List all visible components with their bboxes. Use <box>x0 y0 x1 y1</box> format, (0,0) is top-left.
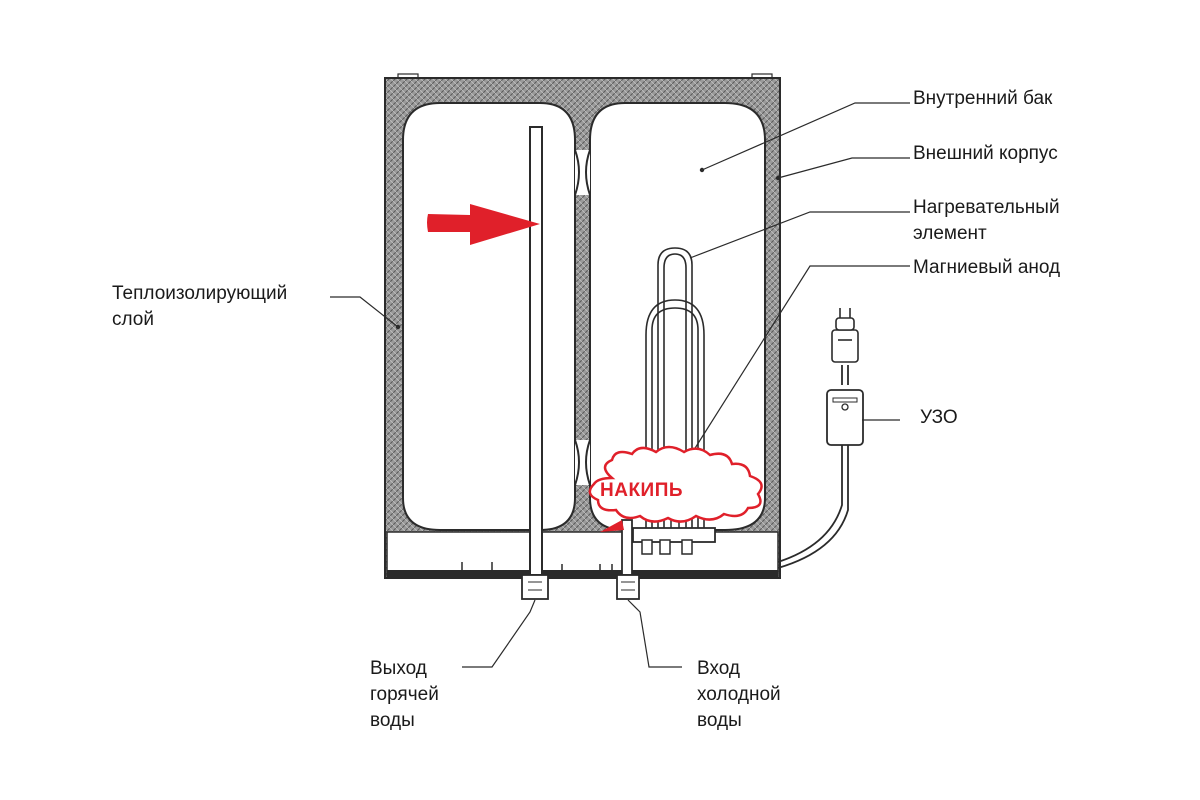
scale-pointer <box>600 520 624 532</box>
label-cold-water-inlet: Вход холодной воды <box>697 658 781 731</box>
leader-dots <box>395 167 781 330</box>
label-inner-tank: Внутренний бак <box>913 88 1053 109</box>
label-hot-water-outlet: Выход горячей воды <box>370 658 439 731</box>
bottom-details <box>461 562 613 570</box>
label-insulation-layer: Теплоизолирующий слой <box>112 283 288 330</box>
leader-lines <box>330 102 910 668</box>
rcd-device <box>826 389 864 446</box>
red-right-arrow-icon <box>427 204 540 245</box>
label-magnesium-anode: Магниевый анод <box>913 257 1061 278</box>
heating-element <box>645 247 705 530</box>
cloud-callout-icon <box>588 445 763 523</box>
label-heating-element: Нагревательный элемент <box>913 197 1060 244</box>
label-scale: НАКИПЬ <box>600 480 684 501</box>
label-rcd: УЗО <box>920 407 958 428</box>
cold-water-pipe <box>616 519 640 600</box>
hot-water-pipe <box>521 126 549 600</box>
power-plug-icon <box>831 308 859 363</box>
inner-tank-left <box>402 102 576 531</box>
power-cable <box>777 365 849 569</box>
heater-flange <box>632 527 716 555</box>
label-outer-body: Внешний корпус <box>913 143 1058 164</box>
